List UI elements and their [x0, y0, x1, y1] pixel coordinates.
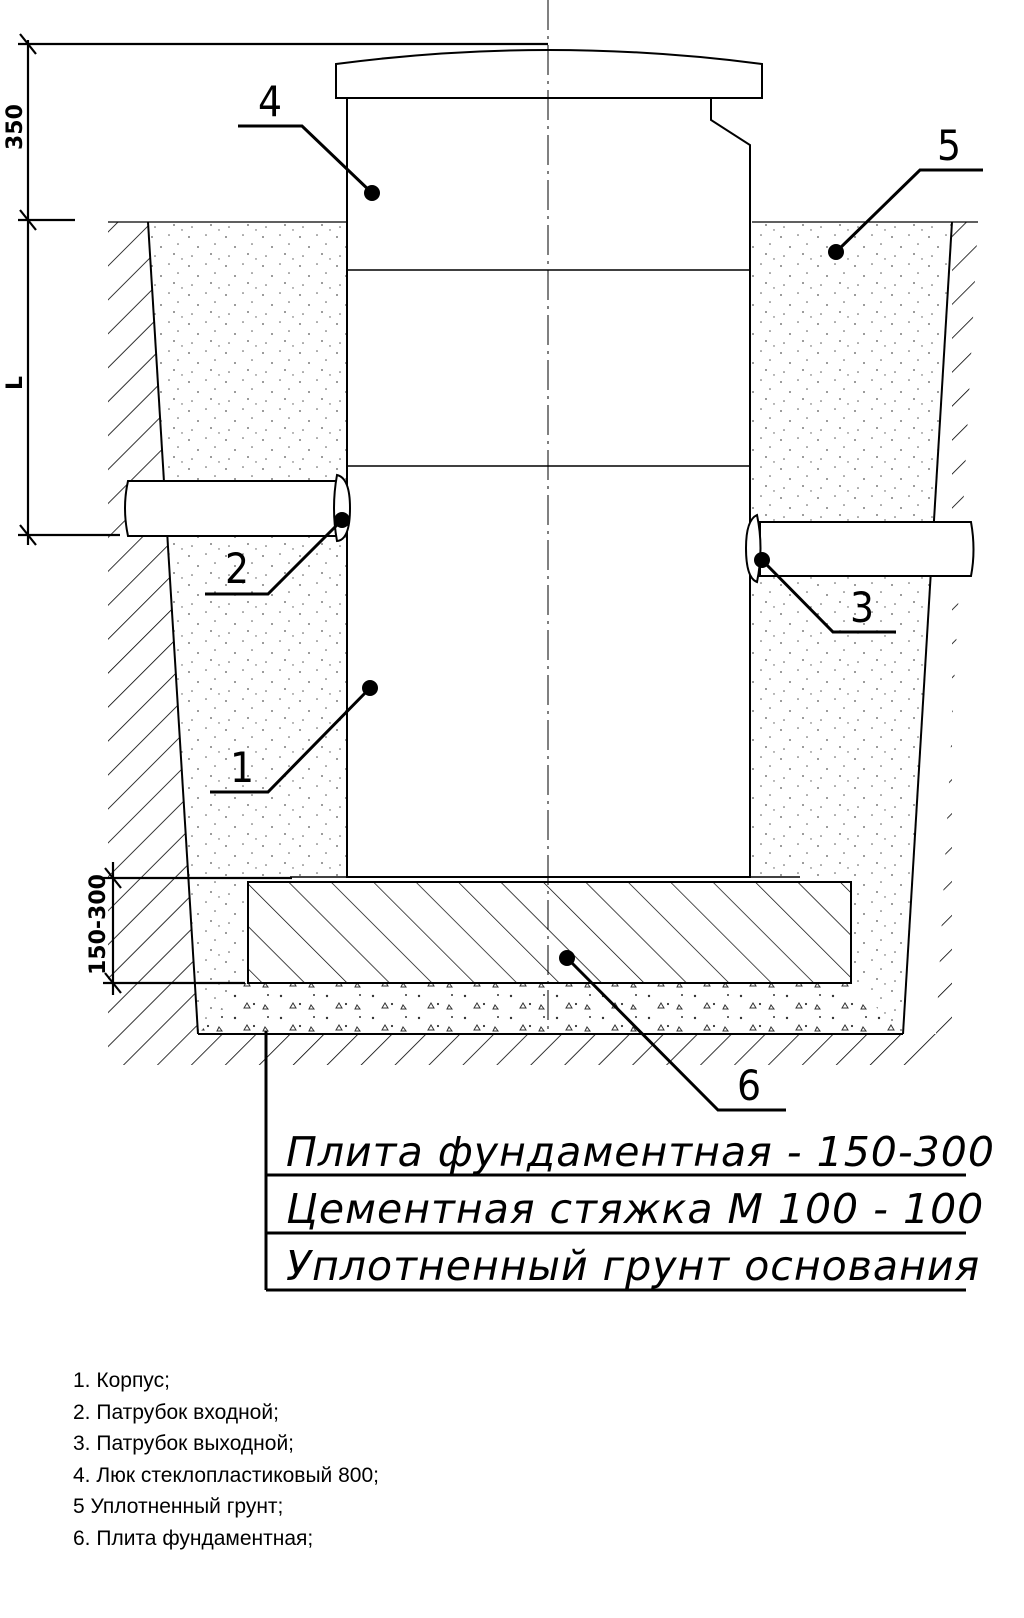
legend-item-2: 2. Патрубок входной; — [73, 1400, 279, 1424]
legend-item-5: 5 Уплотненный грунт; — [73, 1495, 284, 1518]
dimension-lines — [18, 33, 548, 995]
callout-5: 5 — [937, 121, 961, 170]
legend-item-4: 4. Люк стеклопластиковый 800; — [73, 1463, 379, 1487]
dimension-middle: L — [3, 376, 28, 390]
inlet-pipe — [124, 473, 352, 543]
legend-item-3: 3. Патрубок выходной; — [73, 1432, 295, 1455]
foundation-slab — [247, 881, 852, 984]
callout-2: 2 — [225, 544, 249, 593]
cement-screed — [198, 983, 903, 1034]
backfill-soil-right — [752, 222, 952, 1034]
callout-3: 3 — [850, 583, 874, 632]
callout-leaders — [205, 124, 983, 1112]
callout-dots — [334, 185, 844, 966]
backfill-soil — [148, 222, 347, 1034]
callout-1: 1 — [230, 743, 254, 792]
legend-list: 1. Корпус; 2. Патрубок входной; 3. Патру… — [73, 1365, 379, 1554]
layer-slab-label: Плита фундаментная - 150-300 — [286, 1128, 995, 1176]
legend-item-6: 6. Плита фундаментная; — [73, 1526, 314, 1550]
callout-4: 4 — [258, 77, 282, 126]
callout-6: 6 — [737, 1061, 761, 1110]
layer-annotation-lines — [264, 1031, 966, 1292]
layer-soil-label: Уплотненный грунт основания — [286, 1242, 980, 1290]
outlet-pipe — [744, 513, 975, 584]
legend-item-1: 1. Корпус; — [73, 1369, 170, 1392]
dimension-top: 350 — [3, 104, 28, 150]
hatch-cover — [335, 49, 763, 99]
layer-screed-label: Цементная стяжка М 100 - 100 — [286, 1185, 984, 1233]
dimension-slab: 150-300 — [86, 874, 111, 975]
